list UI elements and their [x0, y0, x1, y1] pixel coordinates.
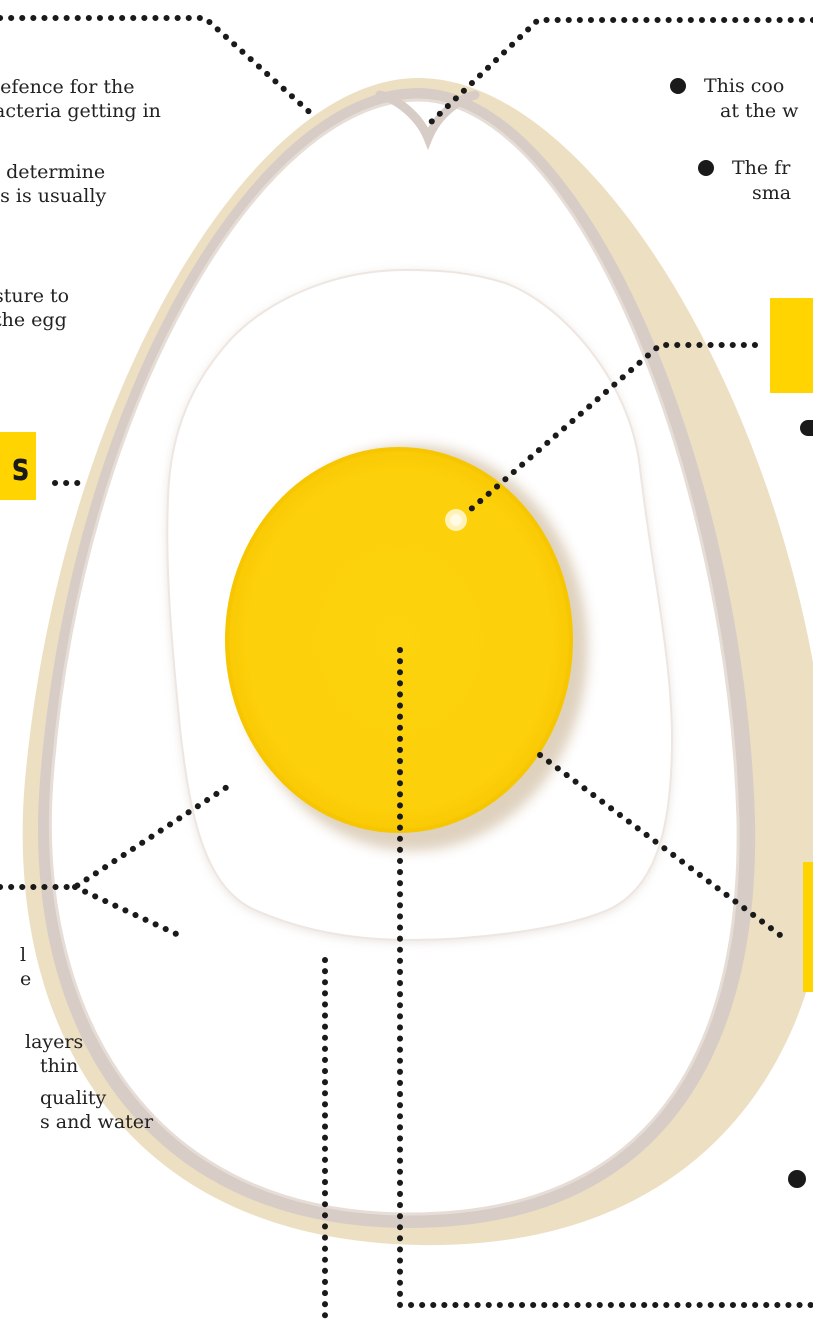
albumen-text-line-1: l [20, 943, 26, 967]
air-cell-text-line-1: This coo [704, 74, 784, 98]
layers-text-line-2: thin [40, 1054, 78, 1078]
shell-text-line-1: lefence for the [0, 75, 134, 99]
bullet-air-cell-2 [698, 160, 714, 176]
left-label-text: s [12, 447, 29, 487]
quality-text-line-2: s and water [40, 1110, 153, 1134]
albumen-text-line-2: e [20, 967, 31, 991]
air-cell-text-line-2: at the w [720, 99, 798, 123]
bullet-germinal-disc [800, 420, 813, 436]
bullet-membrane [788, 1170, 806, 1188]
freshness-text-line-2: sma [752, 181, 791, 205]
shell-color-text-line-1: l determine [0, 160, 105, 184]
bullet-air-cell-1 [670, 78, 686, 94]
quality-text-line-1: quality [40, 1086, 106, 1110]
right-label-box-membrane [803, 862, 813, 992]
layers-text-line-1: layers [25, 1030, 83, 1054]
shell-text-line-2: acteria getting in [0, 99, 161, 123]
membrane-text-line-1: sture to [0, 284, 69, 308]
right-label-box-germinal [770, 298, 813, 393]
membrane-text-line-2: the egg [0, 308, 67, 332]
shell-color-text-line-2: is is usually [0, 184, 106, 208]
freshness-text-line-1: The fr [732, 156, 790, 180]
